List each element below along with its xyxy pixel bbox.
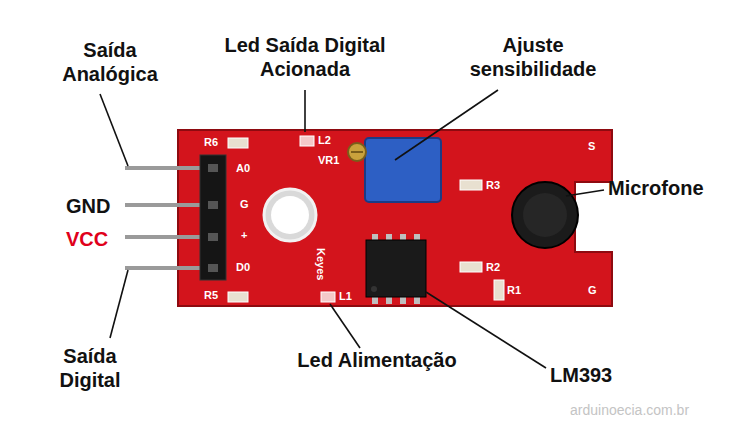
silkscreen-label: G <box>240 198 249 211</box>
mounting-hole-ring <box>264 189 316 241</box>
chip-dot <box>371 286 377 292</box>
callout-label: Saída Analógica <box>50 38 170 86</box>
mounting-hole <box>271 196 309 234</box>
callout-label: VCC <box>66 227 108 251</box>
pin-header <box>200 155 226 280</box>
silkscreen-label: R6 <box>204 136 218 149</box>
resistor-smd <box>228 292 248 302</box>
silkscreen-label: R2 <box>486 261 500 274</box>
resistor-smd <box>494 280 504 300</box>
silkscreen-label: R3 <box>486 179 500 192</box>
lm393-chip <box>366 240 426 297</box>
silkscreen-label: G <box>588 284 597 297</box>
resistor-smd <box>460 262 482 272</box>
microphone <box>512 182 578 248</box>
callout-label: Led Alimentação <box>292 348 462 372</box>
potentiometer <box>365 138 441 202</box>
silkscreen-label: R1 <box>507 284 521 297</box>
silkscreen-label: VR1 <box>318 154 339 167</box>
silkscreen-label: Keyes <box>314 248 327 280</box>
watermark: arduinoecia.com.br <box>570 402 689 419</box>
led-power <box>321 292 335 302</box>
pcb-board <box>178 130 612 306</box>
callout-label: GND <box>66 194 110 218</box>
header-pin-tips <box>208 164 218 272</box>
silkscreen-label: S <box>588 140 595 153</box>
silkscreen-label: L1 <box>339 290 352 303</box>
silkscreen-label: + <box>241 229 247 242</box>
led-digital-output <box>300 136 314 146</box>
resistor-smd <box>460 180 482 190</box>
potentiometer-screw <box>348 143 366 161</box>
silkscreen-label: L2 <box>318 134 331 147</box>
resistor-smd <box>228 138 248 148</box>
callout-label: Led Saída Digital Acionada <box>205 33 405 81</box>
header-pins <box>125 168 205 268</box>
callout-label: Ajuste sensibilidade <box>438 33 628 81</box>
silkscreen-label: D0 <box>236 261 250 274</box>
screw-slot <box>351 151 363 153</box>
silkscreen-label: A0 <box>236 162 250 175</box>
microphone-mesh <box>523 193 567 237</box>
callout-label: Saída Digital <box>38 344 142 392</box>
silkscreen-label: R5 <box>204 289 218 302</box>
callout-label: Microfone <box>608 176 704 200</box>
callout-label: LM393 <box>550 363 612 387</box>
leader-lines <box>100 90 604 368</box>
